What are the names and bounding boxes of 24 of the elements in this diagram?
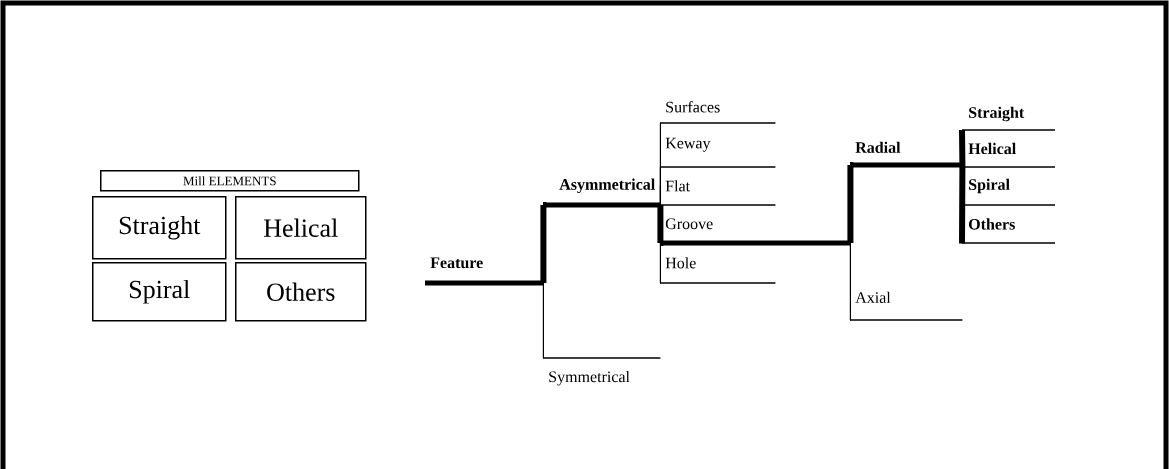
branch-label: Feature [425, 257, 544, 286]
branch-line [659, 204, 661, 284]
branch-line [959, 129, 966, 244]
option-list: Straight Helical Spiral Others [961, 106, 1056, 244]
branch-line [849, 242, 851, 321]
element-box: Spiral [92, 262, 227, 322]
branch-line [657, 205, 664, 246]
branch-line [847, 162, 854, 243]
branch-label: Groove [660, 218, 851, 246]
branch-label: Axial [849, 291, 964, 321]
title-box: Mill ELEMENTS [100, 170, 360, 192]
branch-label: Flat [659, 180, 777, 206]
branch-line [659, 185, 661, 206]
branch-line [540, 202, 547, 283]
element-box: Others [235, 262, 367, 322]
element-box: Helical [235, 196, 367, 260]
branch-label: Asymmetrical [543, 178, 661, 208]
branch-label: Surfaces [659, 101, 777, 124]
branch-label: Radial [850, 141, 963, 168]
branch-label: Symmetrical [542, 357, 662, 386]
branch-line [542, 282, 544, 359]
branch-label: Hole [659, 257, 777, 284]
element-box: Straight [92, 196, 227, 260]
branch-label: Keway [659, 137, 777, 168]
